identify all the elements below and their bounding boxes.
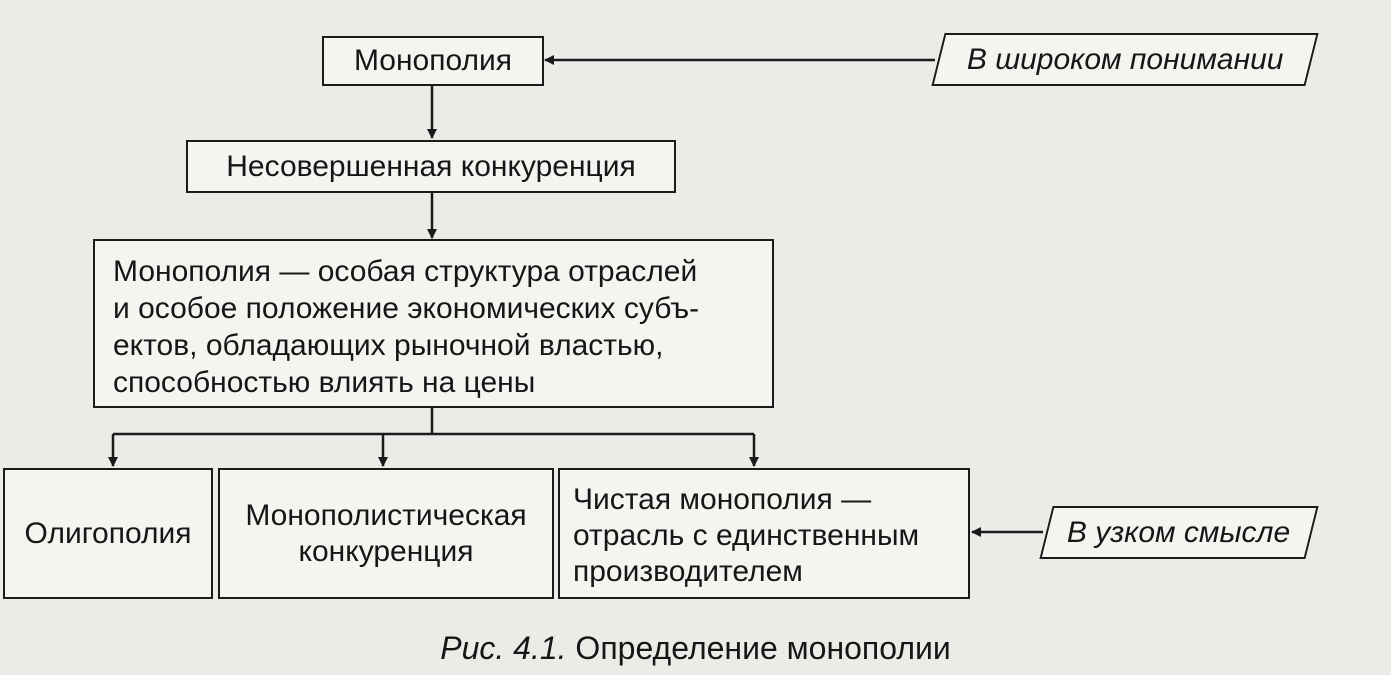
definition-line: Монополия — особая структура отраслей xyxy=(113,255,698,288)
definition-box: Монополия — особая структура отраслей и … xyxy=(93,239,774,408)
oligopoly-box: Олигополия xyxy=(3,468,213,599)
definition-line: и особое положение экономических субъ- xyxy=(113,292,700,325)
figure-title: Определение монополии xyxy=(575,630,951,666)
monopoly-box: Монополия xyxy=(322,36,544,86)
monopolistic-competition-line: Монополистическая xyxy=(245,498,527,532)
oligopoly-label: Олигополия xyxy=(24,516,192,550)
imperfect-competition-label: Несовершенная конкуренция xyxy=(226,149,636,183)
pure-monopoly-box: Чистая монополия — отрасль с единственны… xyxy=(558,468,970,599)
narrow-sense-label: В узком смысле xyxy=(1067,515,1291,549)
figure-caption: Рис. 4.1. Определение монополии xyxy=(0,630,1391,667)
monopolistic-competition-line: конкуренция xyxy=(298,534,474,568)
pure-monopoly-line: отрасль с единственным xyxy=(573,519,920,552)
monopoly-label: Монополия xyxy=(353,44,513,77)
definition-line: способностью влиять на цены xyxy=(113,366,536,399)
imperfect-competition-box: Несовершенная конкуренция xyxy=(186,140,676,193)
monopolistic-competition-box: Монополистическая конкуренция xyxy=(218,468,554,599)
narrow-sense-box: В узком смысле xyxy=(1039,506,1319,559)
pure-monopoly-line: Чистая монополия — xyxy=(573,483,872,516)
pure-monopoly-line: производителем xyxy=(573,555,803,588)
definition-line: ектов, обладающих рыночной властью, xyxy=(113,329,664,362)
broad-sense-box: В широком понимании xyxy=(931,33,1319,86)
figure-number: Рис. 4.1. xyxy=(440,630,567,666)
broad-sense-label: В широком понимании xyxy=(966,42,1284,76)
